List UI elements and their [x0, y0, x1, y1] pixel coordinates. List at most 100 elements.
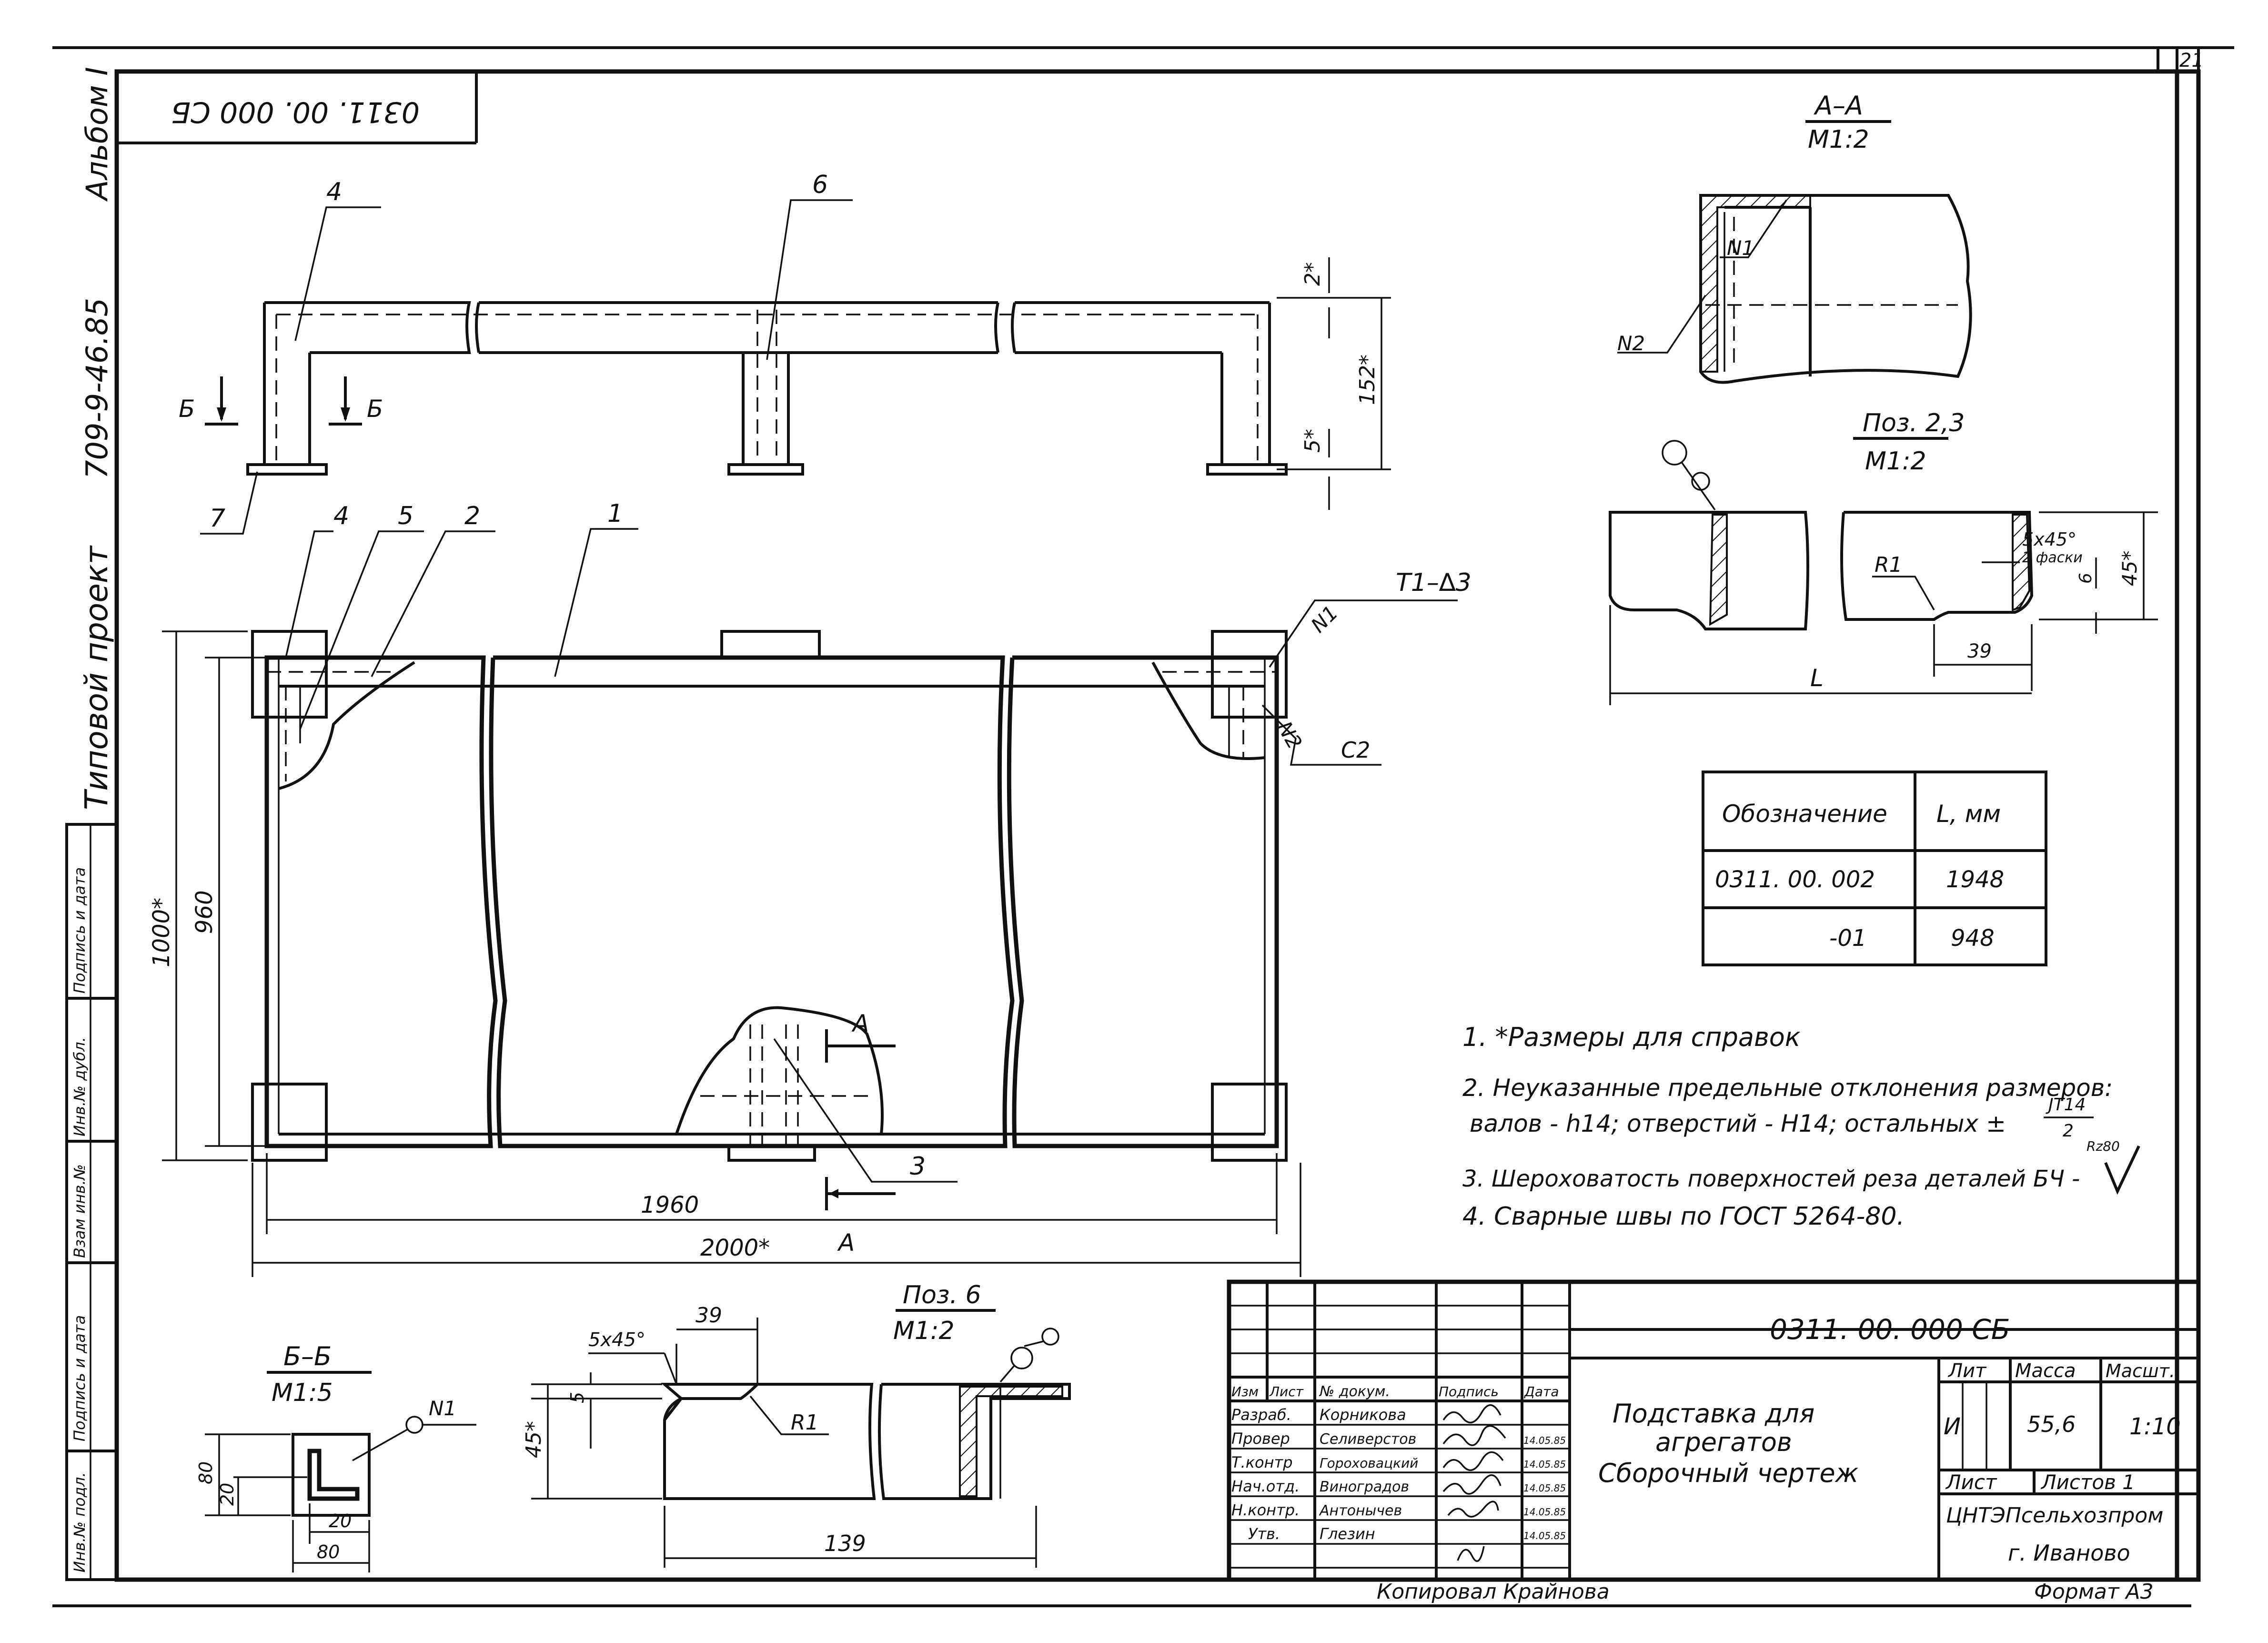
tb-date-2: 14.05.85	[1523, 1459, 1566, 1470]
side-stamp-inv-dubl: Инв.№ дубл.	[71, 1037, 89, 1136]
note-frac-den: 2	[2063, 1121, 2074, 1141]
pos23-chamfer-note: 2 фаски	[2022, 549, 2083, 566]
tb-name-1: Корникова	[1320, 1406, 1406, 1424]
tb-sheets-label: Листов 1	[2040, 1471, 2135, 1494]
cut-b-left: Б	[179, 395, 195, 423]
tb-org: ЦНТЭПсельхозпром	[1946, 1503, 2163, 1528]
top-dim-2: 2*	[1300, 262, 1325, 286]
main-pos-2: 2	[464, 502, 480, 530]
section-bb-dim-20v: 20	[217, 1483, 238, 1506]
album-label: Альбом I	[80, 67, 114, 202]
tb-sheet-label: Лист	[1945, 1471, 1997, 1494]
tb-name-line-2: агрегатов	[1655, 1427, 1792, 1457]
tb-lit-label: Лит	[1947, 1360, 1987, 1382]
table-row2-designation: -01	[1829, 925, 1866, 952]
weld-n1-label: N1	[1306, 601, 1342, 637]
table-header-length: L, мм	[1936, 800, 2001, 828]
side-stamp-sign-date-1: Подпись и дата	[71, 1315, 89, 1441]
pos6-dim-5: 5	[567, 1392, 588, 1403]
pos6-section-title: Поз. 6	[903, 1281, 981, 1309]
pos6-dim-139: 139	[824, 1531, 866, 1556]
dim-1000: 1000*	[148, 898, 175, 967]
tb-name-6: Глезин	[1320, 1525, 1375, 1543]
sheet-number: 21	[2179, 50, 2204, 71]
main-pos-1: 1	[607, 499, 623, 528]
side-stamp-sign-date-2: Подпись и дата	[71, 867, 89, 994]
main-view	[162, 528, 1458, 1277]
project-label: Типовой проект	[78, 545, 115, 810]
pos23-chamfer: 5x45°	[2022, 529, 2076, 550]
tb-role-2: Провер	[1231, 1430, 1290, 1448]
main-pos-3: 3	[910, 1152, 926, 1181]
tb-name-2: Селиверстов	[1320, 1431, 1416, 1448]
pos23-r1: R1	[1875, 553, 1903, 577]
dim-1960: 1960	[641, 1192, 699, 1218]
note-1: 1. *Размеры для справок	[1462, 1022, 1801, 1052]
pos6-r1: R1	[791, 1410, 819, 1435]
section-aa-scale: М1:2	[1808, 125, 1869, 154]
main-pos-5: 5	[398, 502, 413, 530]
pos23-dim-45: 45*	[2118, 551, 2141, 586]
copied-by: Копировал Крайнова	[1377, 1580, 1610, 1604]
table-header-designation: Обозначение	[1722, 800, 1887, 828]
note-3: 3. Шероховатость поверхностей реза детал…	[1462, 1166, 2080, 1192]
pos6-chamfer: 5x45°	[588, 1329, 645, 1351]
dim-960: 960	[191, 890, 218, 934]
table-row1-length: 1948	[1946, 866, 2004, 893]
pos6-section-scale: М1:2	[893, 1317, 955, 1345]
pos23-dim-l: L	[1810, 664, 1824, 692]
drawing-frame	[52, 46, 2234, 1607]
tb-name-5: Антонычев	[1319, 1502, 1402, 1519]
tb-scale-label: Масшт.	[2106, 1360, 2175, 1381]
cut-a-top: А	[851, 1010, 869, 1037]
pos6-dim-39: 39	[696, 1303, 722, 1328]
tb-date-3: 14.05.85	[1523, 1482, 1566, 1494]
tb-name-3: Гороховацкий	[1320, 1455, 1418, 1471]
section-aa-n1: N1	[1727, 236, 1754, 260]
section-aa-n2: N2	[1617, 332, 1645, 355]
tb-city: г. Иваново	[2008, 1540, 2130, 1566]
pos23-dim-39: 39	[1967, 640, 1992, 662]
format-label: Формат А3	[2034, 1580, 2154, 1604]
top-pos-7: 7	[210, 504, 225, 533]
side-stamp-inv-podl: Инв.№ подл.	[71, 1472, 89, 1572]
title-block	[1227, 1279, 2201, 1582]
top-dim-152: 152*	[1355, 355, 1380, 405]
series-label: 709-9-46.85	[80, 298, 114, 479]
tb-mass-label: Масса	[2015, 1360, 2076, 1382]
tb-lit-value: И	[1944, 1413, 1961, 1440]
roughness-symbol	[2104, 1145, 2140, 1195]
length-table	[1702, 771, 2047, 966]
pos23-title: Поз. 2,3	[1863, 409, 1965, 437]
section-bb-dim-20h: 20	[329, 1511, 352, 1531]
tb-name-4: Виноградов	[1320, 1479, 1409, 1495]
top-dim-5: 5*	[1300, 429, 1325, 453]
pos23-detail	[1609, 437, 2158, 705]
section-bb	[205, 1371, 476, 1572]
tb-col-list: Лист	[1269, 1384, 1304, 1400]
tb-name-line-3: Сборочный чертеж	[1598, 1458, 1859, 1488]
top-view	[200, 199, 1391, 535]
note-2b: валов - h14; отверстий - Н14; остальных …	[1470, 1110, 2006, 1137]
note-4: 4. Сварные швы по ГОСТ 5264-80.	[1462, 1202, 1905, 1231]
section-bb-dim-80v: 80	[195, 1461, 216, 1484]
tb-role-5: Н.контр.	[1231, 1501, 1300, 1519]
tb-role-1: Разраб.	[1231, 1406, 1291, 1424]
table-row2-length: 948	[1951, 925, 1995, 952]
tb-mass-value: 55,6	[2027, 1411, 2076, 1437]
section-bb-n1: N1	[429, 1397, 456, 1420]
section-bb-title: Б–Б	[283, 1341, 332, 1371]
note-frac-sub: Rz80	[2087, 1138, 2120, 1154]
dim-2000: 2000*	[700, 1235, 770, 1261]
pos23-dim-6: 6	[2076, 573, 2096, 584]
table-row1-designation: 0311. 00. 002	[1715, 866, 1875, 893]
top-pos-6: 6	[812, 171, 828, 199]
tb-date-1: 14.05.85	[1523, 1435, 1566, 1446]
tb-date-4: 14.05.85	[1523, 1506, 1566, 1518]
pos6-section	[878, 1309, 1071, 1500]
tb-col-sign: Подпись	[1439, 1384, 1499, 1400]
section-aa-title: А–А	[1814, 91, 1863, 121]
main-pos-4: 4	[333, 502, 349, 530]
pos6-detail	[531, 1318, 1037, 1568]
